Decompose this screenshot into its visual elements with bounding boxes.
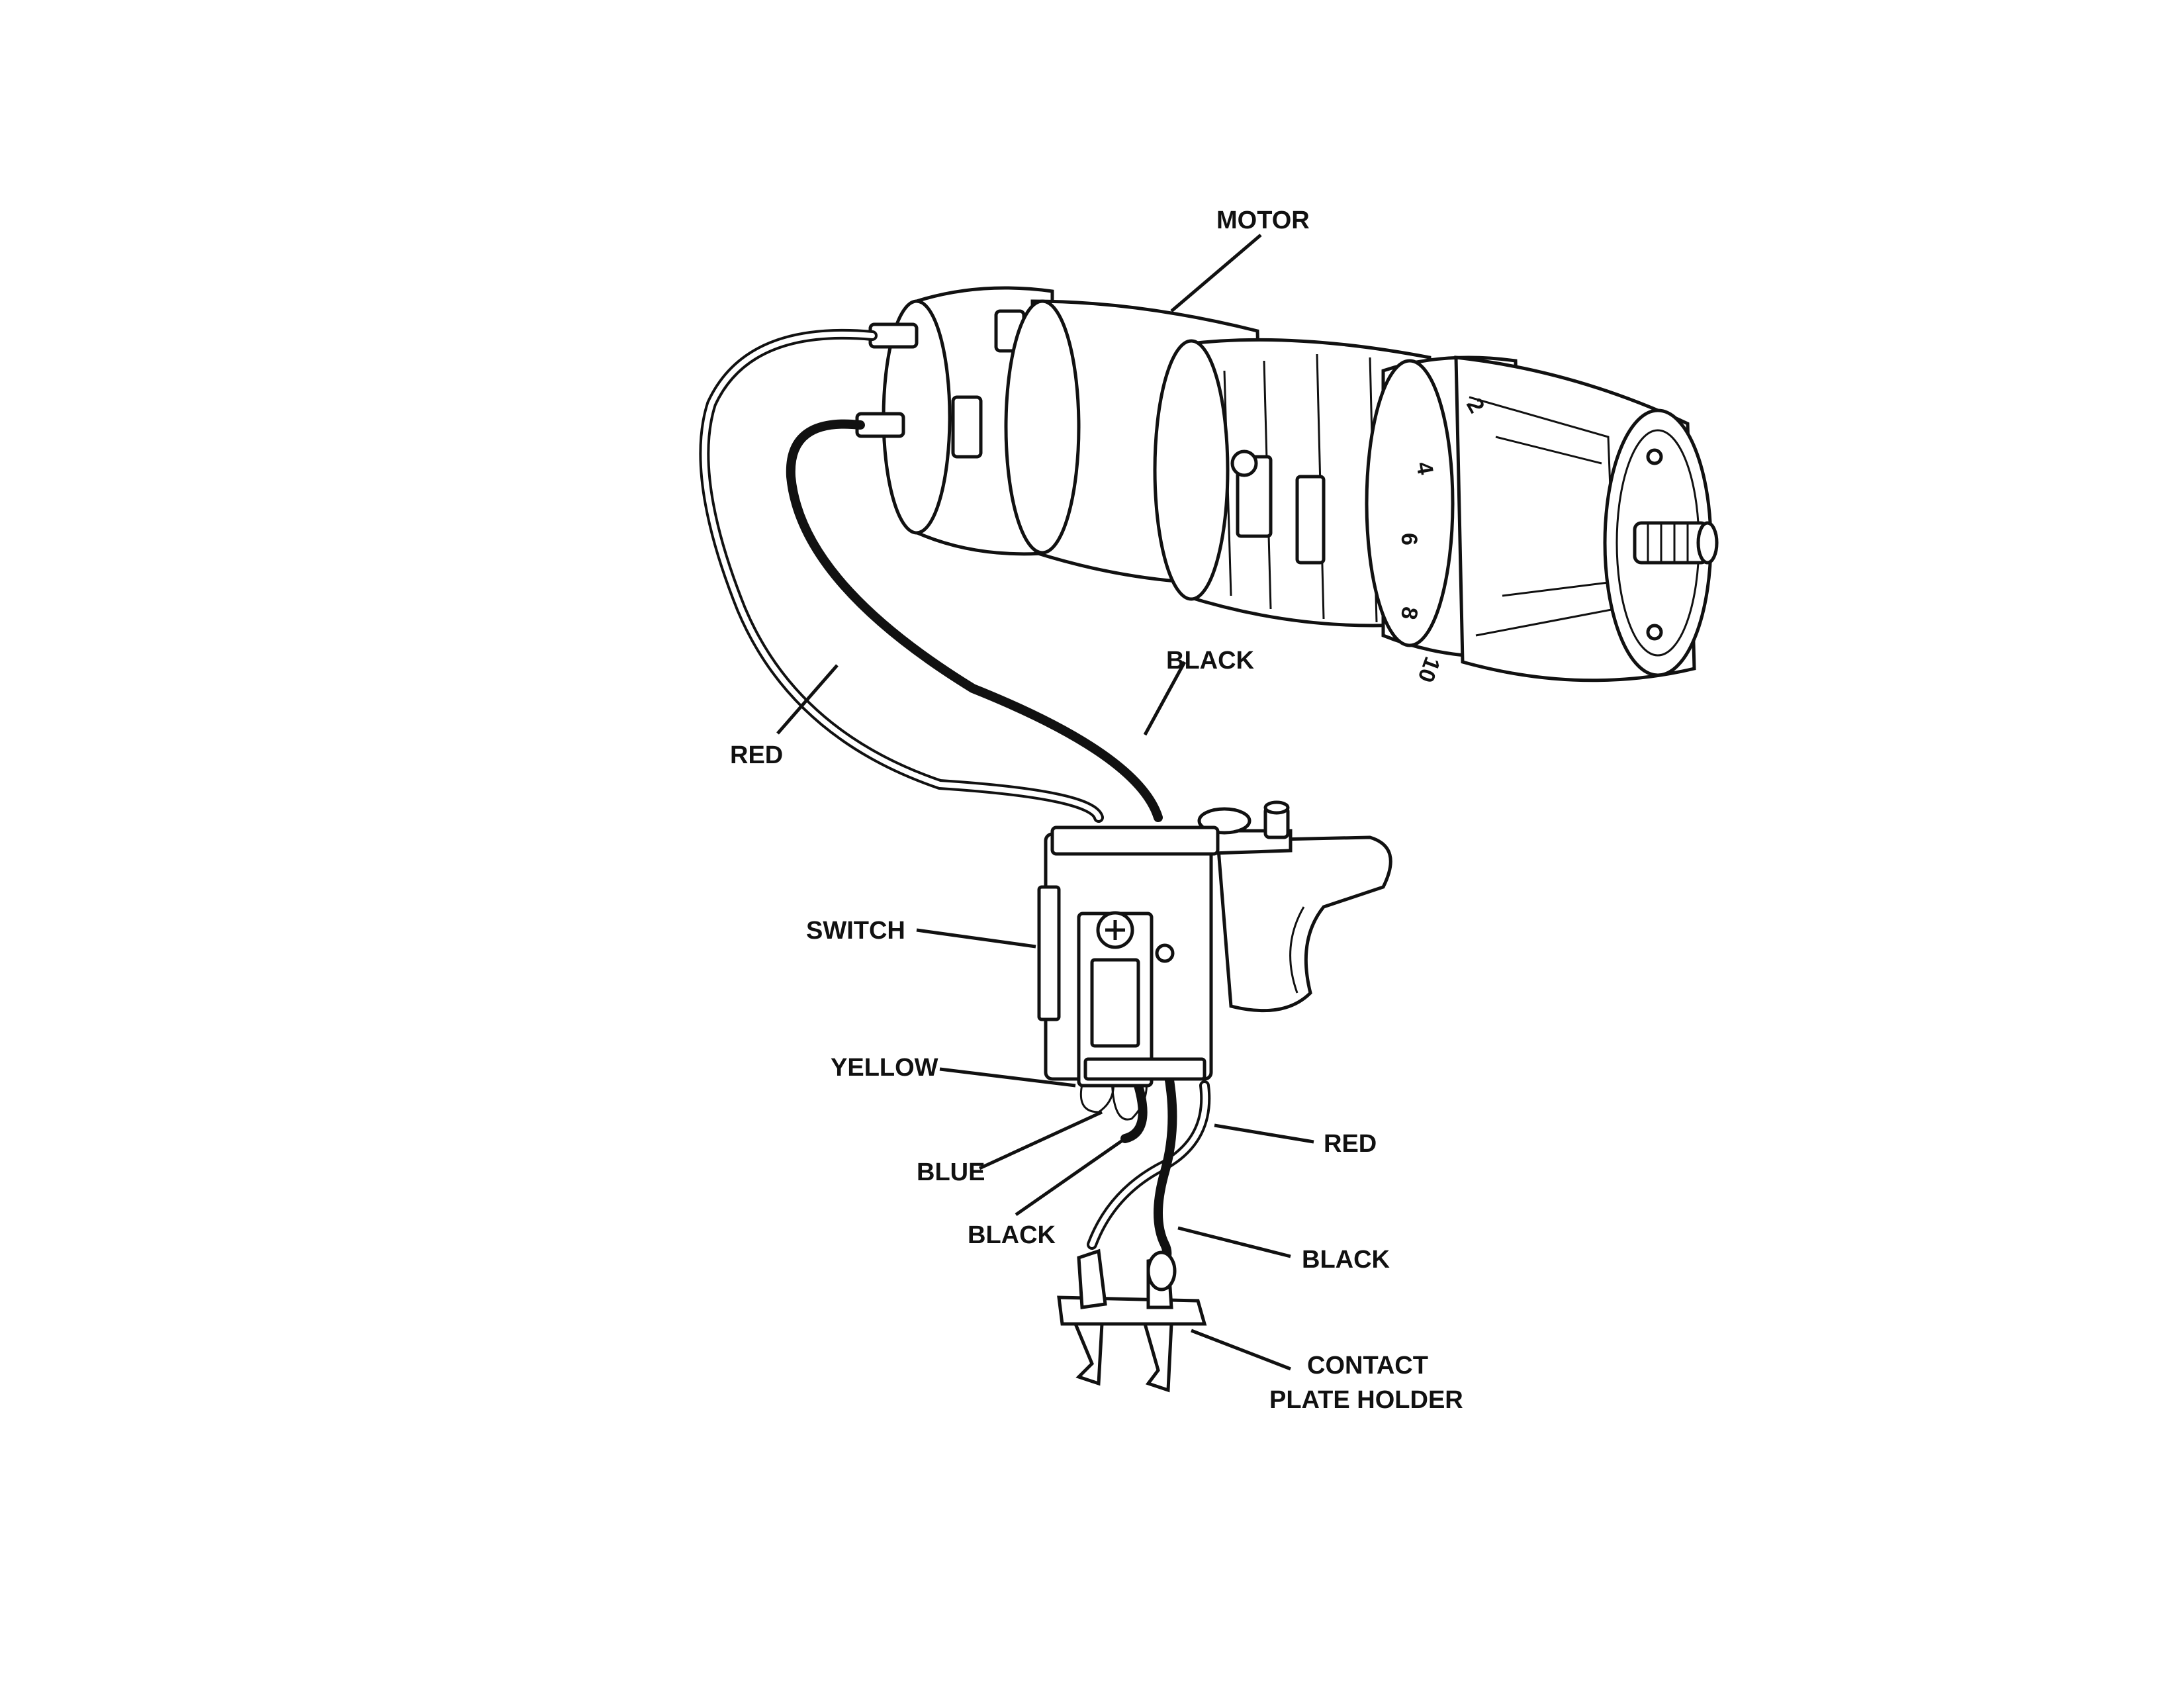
label-red-right: RED	[1324, 1130, 1377, 1158]
label-black-top: BLACK	[1166, 647, 1255, 675]
label-black-right: BLACK	[1302, 1246, 1390, 1274]
motor-assembly	[855, 286, 1719, 682]
label-red-left: RED	[730, 741, 783, 769]
leader-contact	[1191, 1329, 1291, 1371]
leader-black-top	[1143, 661, 1187, 736]
label-switch: SWITCH	[806, 917, 905, 945]
label-contact-line1: CONTACT	[1307, 1352, 1428, 1380]
leader-motor	[1170, 234, 1262, 312]
leader-yellow	[939, 1067, 1076, 1088]
switch-assembly	[1037, 800, 1392, 1088]
callout-labels: MOTOR BLACK RED SWITCH YELLOW BLUE BLACK…	[730, 207, 1463, 1414]
label-contact-line2: PLATE HOLDER	[1269, 1386, 1463, 1414]
wire-black-motor	[786, 419, 1163, 822]
wire-bottom-red	[1087, 1080, 1211, 1250]
leader-lines	[776, 234, 1314, 1371]
leader-black-mid	[1015, 1137, 1126, 1217]
leader-red-left	[776, 664, 839, 735]
leader-red-right	[1214, 1123, 1314, 1144]
label-blue: BLUE	[917, 1158, 985, 1186]
wire-red-motor	[699, 328, 1104, 823]
label-black-mid: BLACK	[968, 1221, 1056, 1249]
leader-black-right	[1177, 1226, 1291, 1258]
label-yellow: YELLOW	[831, 1054, 938, 1082]
leader-blue	[978, 1110, 1103, 1170]
contact-plate-holder	[1057, 1248, 1207, 1393]
dial-number: 10	[1413, 653, 1445, 686]
dial-number: 6	[1396, 533, 1422, 545]
leader-switch	[916, 928, 1036, 949]
label-motor: MOTOR	[1216, 207, 1310, 234]
